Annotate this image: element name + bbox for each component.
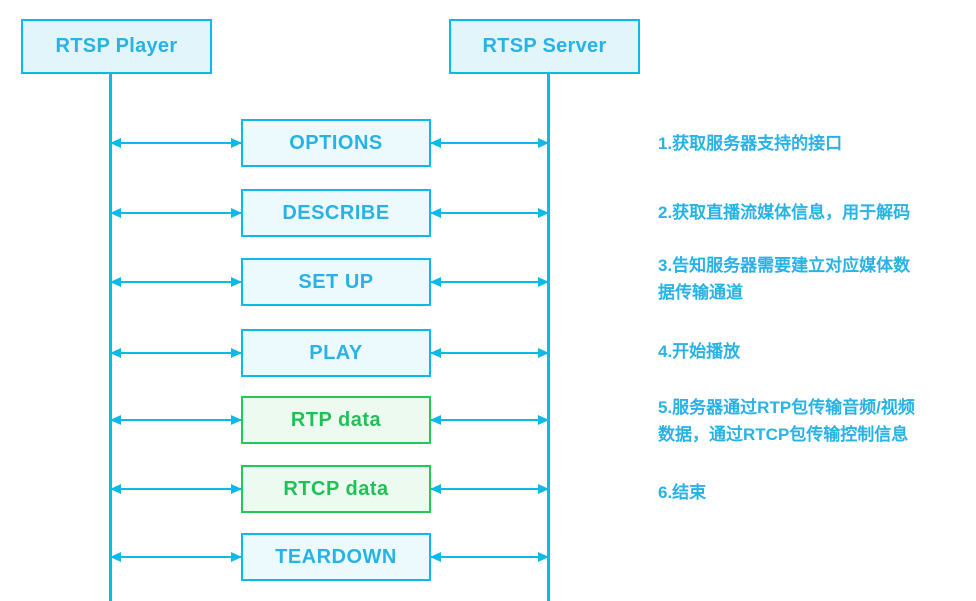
lifeline-server: [547, 72, 550, 601]
annotation-3: 3.告知服务器需要建立对应媒体数 据传输通道: [658, 256, 911, 302]
message-label-teardown: TEARDOWN: [275, 545, 397, 568]
annotation-1: 1.获取服务器支持的接口: [658, 134, 843, 153]
arrow-server-rtp-data: [430, 414, 549, 425]
actor-box-rtsp-server: RTSP Server: [449, 19, 640, 74]
arrow-player-setup: [110, 276, 242, 287]
message-label-describe: DESCRIBE: [282, 201, 390, 224]
message-box-setup: SET UP: [241, 258, 431, 306]
arrow-player-play: [110, 347, 242, 358]
arrow-player-rtcp-data: [110, 483, 242, 494]
arrow-server-teardown: [430, 551, 549, 562]
message-box-play: PLAY: [241, 329, 431, 377]
arrow-player-teardown: [110, 551, 242, 562]
message-label-rtcp-data: RTCP data: [283, 477, 389, 500]
actor-label-rtsp-server: RTSP Server: [482, 35, 607, 57]
message-label-play: PLAY: [309, 341, 363, 364]
actor-label-rtsp-player: RTSP Player: [55, 35, 178, 57]
annotation-5: 5.服务器通过RTP包传输音频/视频 数据，通过RTCP包传输控制信息: [658, 398, 915, 444]
arrow-player-options: [110, 137, 242, 148]
arrow-player-rtp-data: [110, 414, 242, 425]
message-box-rtcp-data: RTCP data: [241, 465, 431, 513]
annotation-2: 2.获取直播流媒体信息，用于解码: [658, 203, 911, 222]
arrow-server-rtcp-data: [430, 483, 549, 494]
message-box-options: OPTIONS: [241, 119, 431, 167]
actor-box-rtsp-player: RTSP Player: [21, 19, 212, 74]
annotation-4: 4.开始播放: [658, 342, 741, 361]
message-label-rtp-data: RTP data: [290, 408, 382, 431]
message-box-teardown: TEARDOWN: [241, 533, 431, 581]
message-label-options: OPTIONS: [289, 131, 383, 154]
arrow-player-describe: [110, 207, 242, 218]
arrow-server-setup: [430, 276, 549, 287]
arrow-server-play: [430, 347, 549, 358]
arrow-server-options: [430, 137, 549, 148]
message-box-rtp-data: RTP data: [241, 396, 431, 444]
message-box-describe: DESCRIBE: [241, 189, 431, 237]
arrow-server-describe: [430, 207, 549, 218]
lifeline-player: [109, 73, 112, 601]
message-label-setup: SET UP: [298, 270, 374, 293]
annotation-6: 6.结束: [658, 483, 707, 502]
